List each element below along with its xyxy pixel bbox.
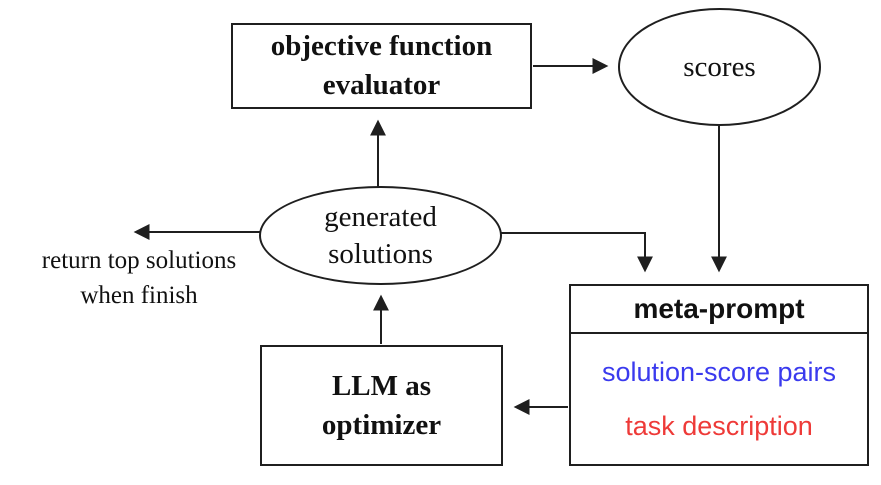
arrow-solutions-to-meta-prompt: [500, 232, 653, 273]
meta-item-solution-score-pairs: solution-score pairs: [601, 357, 837, 388]
objective-function-evaluator-node: objective function evaluator: [231, 23, 532, 109]
scores-label: scores: [683, 50, 756, 83]
llm-as-optimizer-node: LLM as optimizer: [260, 345, 503, 466]
return-note-line2: when finish: [80, 282, 198, 309]
meta-prompt-node: meta-prompt solution-score pairs task de…: [569, 284, 869, 466]
generated-solutions-label-line2: solutions: [328, 237, 433, 270]
llm-label-line2: optimizer: [321, 408, 442, 441]
evaluator-label-line1: objective function: [270, 30, 493, 62]
return-note-line1: return top solutions: [41, 247, 237, 274]
generated-solutions-node: generated solutions: [259, 186, 502, 285]
evaluator-label-line2: evaluator: [322, 69, 441, 101]
return-top-solutions-note: return top solutions when finish: [8, 243, 270, 313]
meta-prompt-body: solution-score pairs task description: [571, 334, 867, 464]
meta-prompt-title: meta-prompt: [571, 286, 867, 334]
scores-node: scores: [618, 8, 821, 126]
generated-solutions-label-line1: generated: [324, 200, 437, 233]
meta-item-task-description: task description: [625, 410, 813, 441]
llm-label-line1: LLM as: [331, 369, 432, 402]
